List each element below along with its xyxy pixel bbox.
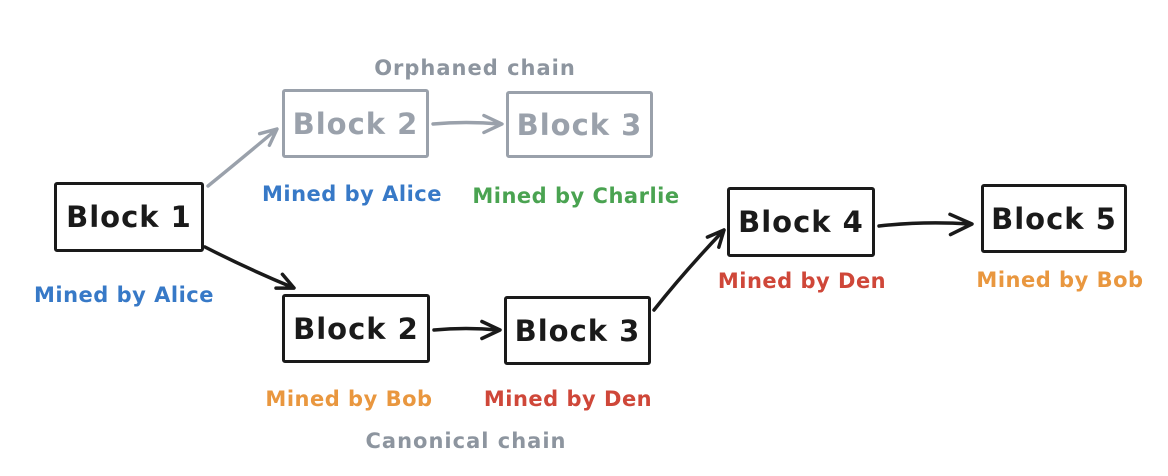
miner-label-block2: Mined by Bob <box>265 387 433 411</box>
miner-label-block1: Mined by Alice <box>33 283 214 307</box>
orphan-block-3-label: Block 3 <box>516 107 643 142</box>
orphan-block-3: Block 3 <box>506 91 653 158</box>
block-1-label: Block 1 <box>66 200 192 234</box>
block-4-label: Block 4 <box>738 205 864 239</box>
canonical-chain-title: Canonical chain <box>365 429 567 453</box>
block-1: Block 1 <box>54 182 204 252</box>
arrow-block4-to-block5 <box>877 212 974 237</box>
arrow-block2-to-block3 <box>432 319 502 341</box>
block-2: Block 2 <box>282 294 430 363</box>
arrow-orphan-block2-to-orphan-block3 <box>431 113 504 135</box>
orphan-block-2-label: Block 2 <box>292 106 419 141</box>
block-2-label: Block 2 <box>293 311 419 346</box>
miner-label-block5: Mined by Bob <box>976 268 1144 292</box>
miner-label-block4: Mined by Den <box>717 269 887 293</box>
orphaned-chain-title: Orphaned chain <box>374 56 576 80</box>
block-3-label: Block 3 <box>514 313 641 348</box>
block-4: Block 4 <box>727 187 875 257</box>
miner-label-block3: Mined by Den <box>483 387 653 411</box>
orphan-block-2: Block 2 <box>282 89 429 158</box>
arrow-block1-to-orphan-block2 <box>206 127 279 188</box>
block-5: Block 5 <box>981 184 1127 253</box>
block-3: Block 3 <box>504 296 651 365</box>
arrow-block3-to-block4 <box>652 228 726 312</box>
arrow-block1-to-block2 <box>203 245 296 290</box>
miner-label-orphan-block2: Mined by Alice <box>261 182 442 206</box>
miner-label-orphan-block3: Mined by Charlie <box>472 184 680 208</box>
block-5-label: Block 5 <box>991 201 1117 236</box>
